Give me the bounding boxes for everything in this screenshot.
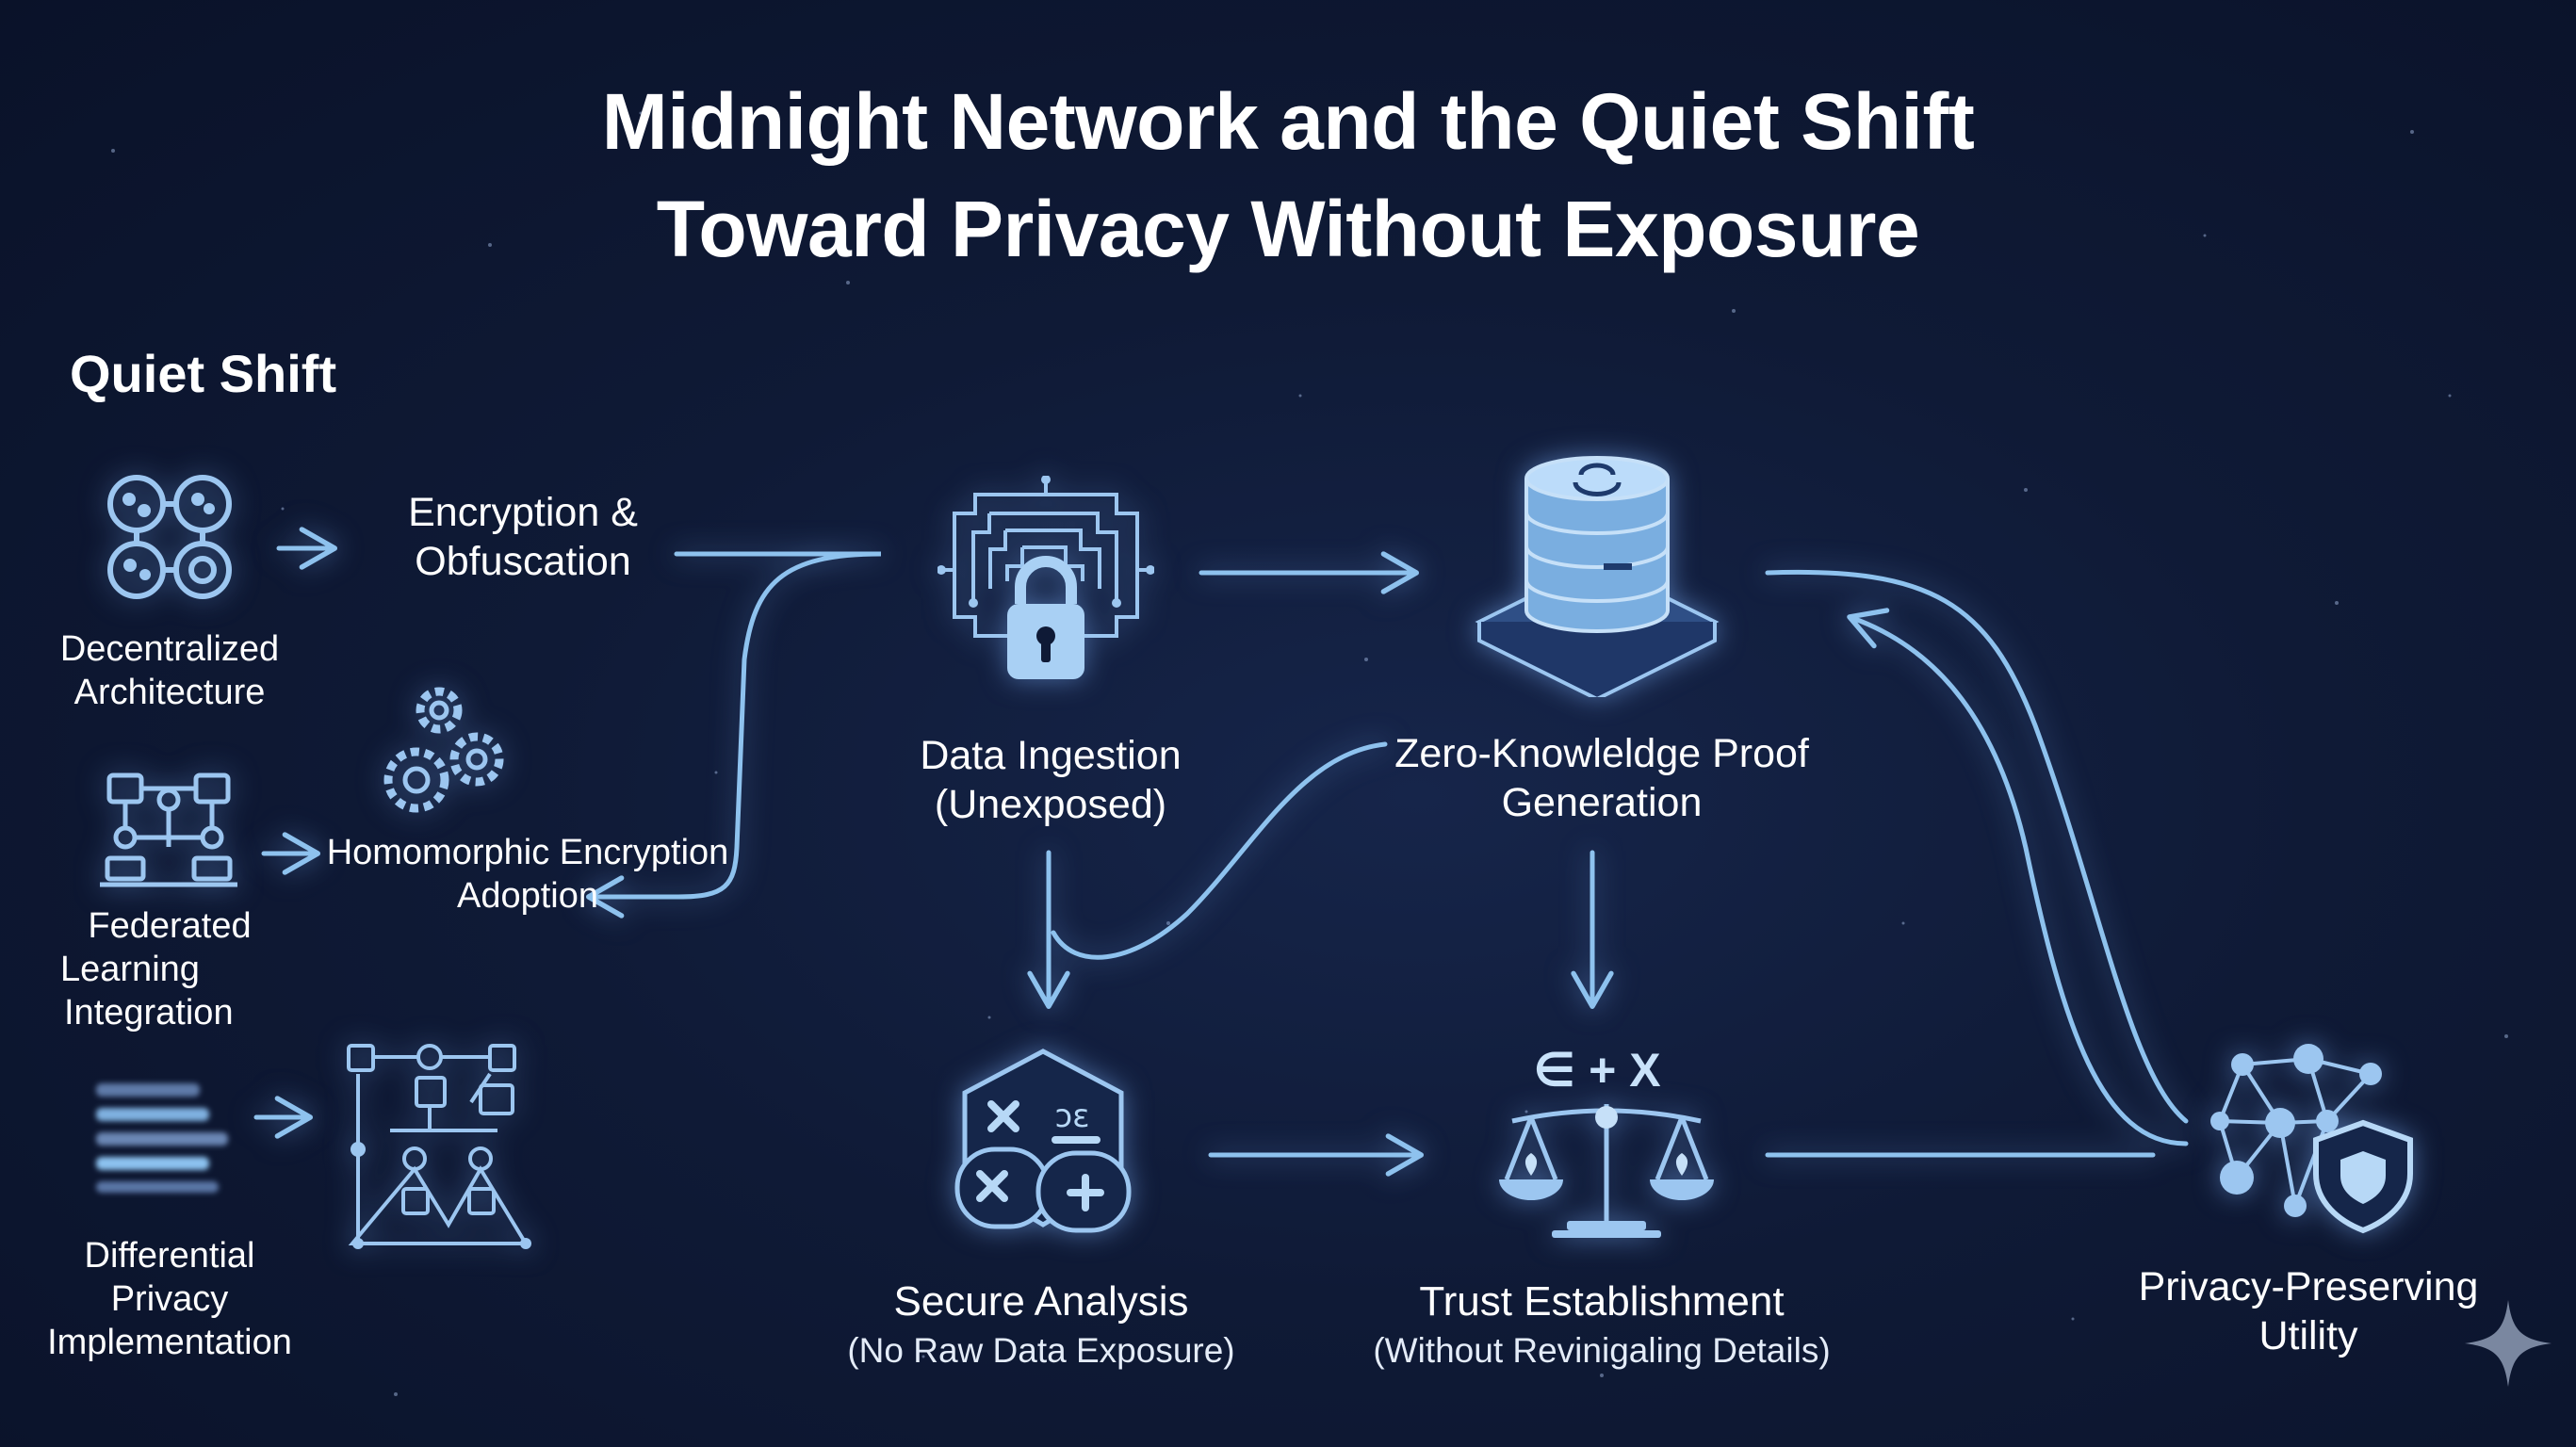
trust-icon-symbols: ∈ + X [1533, 1044, 1661, 1097]
svg-text:ɔɛ: ɔɛ [1054, 1097, 1089, 1135]
connector-encryption-to-ingestion [586, 551, 882, 919]
sparkle-icon [2465, 1300, 2552, 1387]
secure-analysis-label: Secure Analysis (No Raw Data Exposure) [847, 1278, 1235, 1370]
title-line-2: Toward Privacy Without Exposure [656, 185, 1920, 273]
page-title: Midnight Network and the Quiet Shift Tow… [0, 68, 2576, 283]
connector-zk-to-utility [1765, 569, 2189, 1124]
connector-zk-to-analysis [1051, 741, 1388, 960]
math-symbols-shield-icon: ɔɛ [954, 1049, 1132, 1233]
database-stack-icon [1475, 456, 1720, 697]
circuit-lock-icon [937, 476, 1154, 679]
trust-establishment-label: Trust Establishment (Without Revinigalin… [1373, 1278, 1831, 1370]
federated-network-icon [100, 772, 237, 887]
distributed-graph-icon [347, 1044, 531, 1249]
balance-scale-icon [1499, 1104, 1714, 1238]
network-shield-icon [2210, 1044, 2413, 1234]
gears-icon [383, 687, 504, 813]
blurred-data-bars-icon [96, 1083, 228, 1193]
title-line-1: Midnight Network and the Quiet Shift [601, 77, 1975, 166]
federated-learning-label: Federated Learning Integration [60, 906, 252, 1032]
data-ingestion-label: Data Ingestion(Unexposed) [920, 733, 1182, 827]
decentralized-nodes-icon [107, 475, 232, 599]
quiet-shift-heading: Quiet Shift [70, 344, 337, 403]
encryption-obfuscation-label: Encryption &Obfuscation [408, 490, 638, 584]
connector-utility-return-to-zk [1847, 608, 2189, 1146]
